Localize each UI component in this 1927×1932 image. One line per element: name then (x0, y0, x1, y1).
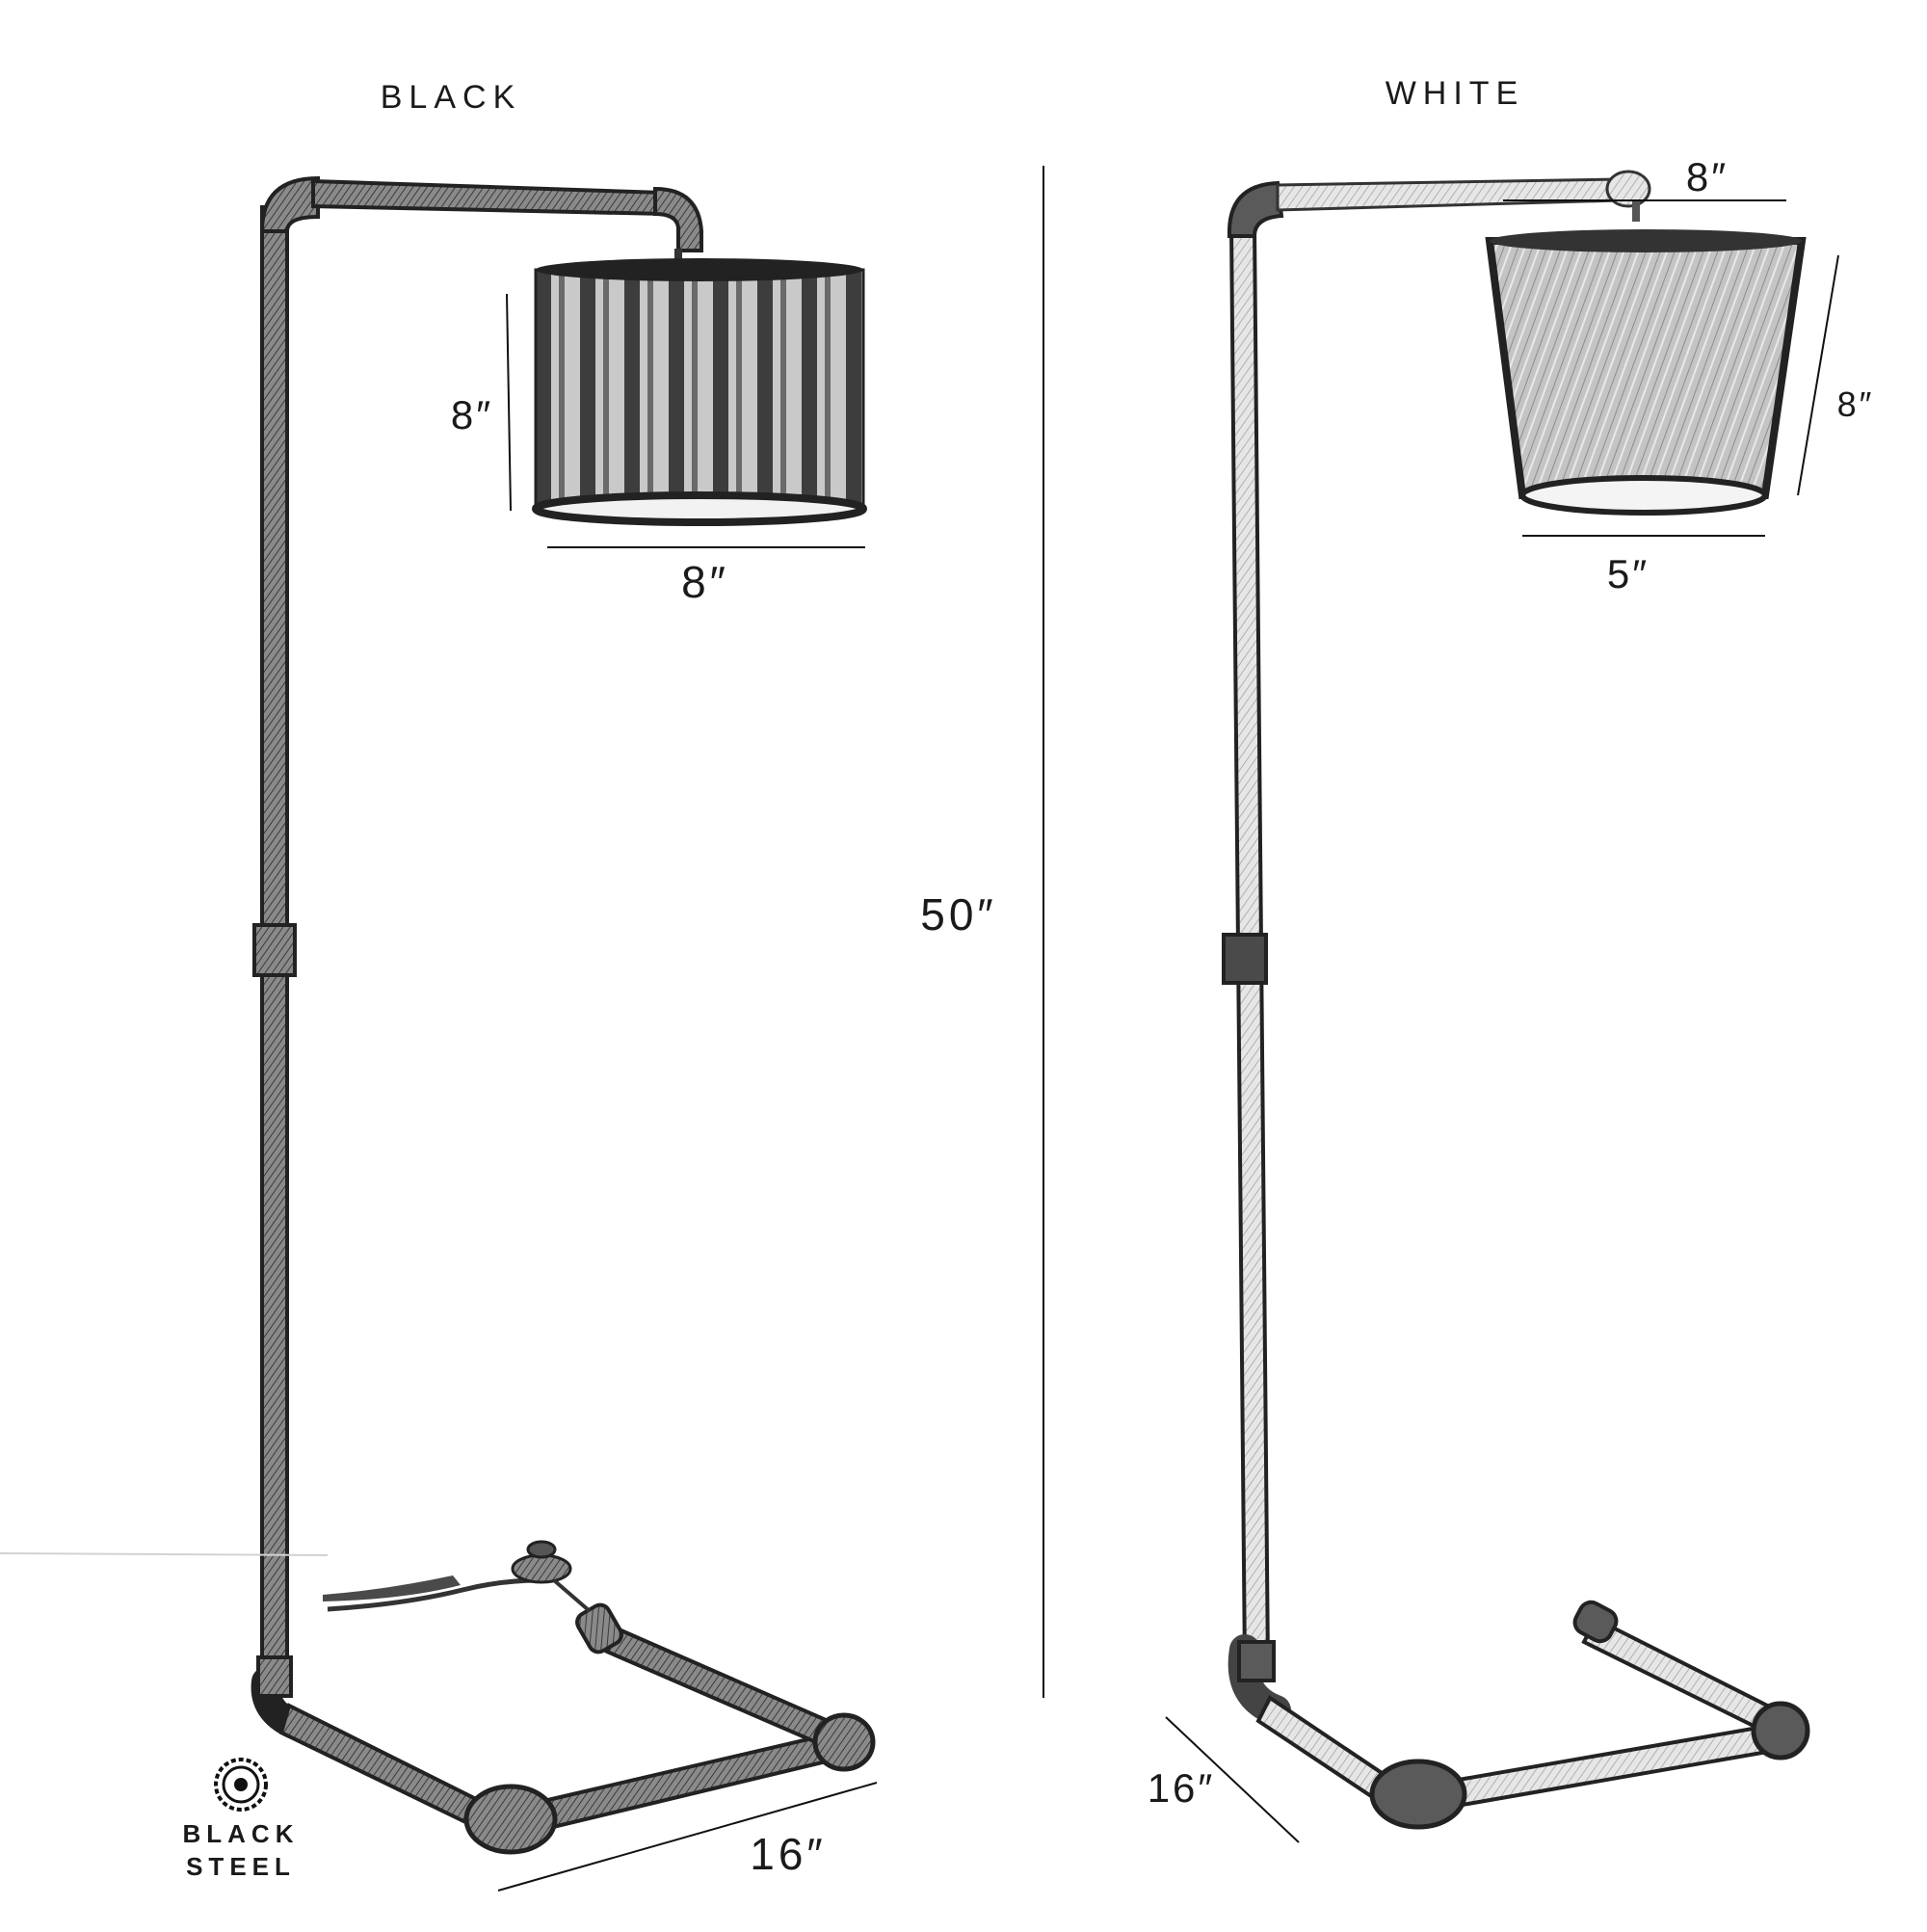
black-lamp-switch-cord (552, 1578, 592, 1613)
black-lamp-shade-bottom-rim (532, 491, 867, 526)
white-lamp-arm-elbow (1605, 170, 1651, 208)
black-lamp-top-elbow (259, 175, 320, 233)
white-lamp-shade-height-line (1797, 254, 1839, 496)
black-lamp-base-depth-label: 16″ (750, 1829, 826, 1879)
black-lamp-shade-width-label: 8″ (681, 557, 729, 607)
white-lamp-pole-coupling (1222, 933, 1268, 985)
black-lamp-foot-switch-icon (511, 1553, 572, 1584)
white-lamp-title: WHITE (1386, 75, 1525, 112)
white-lamp-base-end-cap (1572, 1600, 1619, 1644)
black-lamp-base-right-rail (604, 1626, 851, 1755)
black-lamp-base-front-corner (463, 1784, 558, 1855)
white-lamp-shade-hanger (1632, 200, 1640, 222)
black-lamp-pole-coupling (252, 923, 297, 977)
white-lamp-shade-height-label: 8″ (1837, 384, 1875, 424)
white-lamp-base-right-corner (1751, 1701, 1810, 1760)
black-lamp-shade (534, 268, 865, 511)
gear-emblem-icon (214, 1758, 268, 1812)
white-lamp-shade-bottom-rim (1519, 475, 1768, 516)
overall-height-dimension: 50″ (920, 166, 1044, 1698)
brand-line-2: STEEL (186, 1852, 296, 1881)
black-lamp-foot-switch-button (526, 1540, 557, 1559)
black-lamp: BLACK 8″ 8″ (251, 79, 878, 1892)
white-lamp-base-depth-line (1165, 1716, 1300, 1843)
black-lamp-shade-height-label: 8″ (451, 392, 493, 437)
black-lamp-shade-height-line (506, 293, 512, 512)
white-lamp-shade-width-label: 5″ (1607, 551, 1650, 596)
black-lamp-title: BLACK (381, 79, 522, 116)
white-lamp-base-depth-label: 16″ (1148, 1765, 1216, 1811)
brand-line-1: BLACK (183, 1819, 300, 1848)
black-lamp-base-front-rail (537, 1732, 837, 1832)
black-lamp-arm-elbow (653, 186, 703, 252)
white-lamp-top-elbow (1227, 180, 1284, 238)
overall-height-label: 50″ (920, 889, 996, 940)
brand-logo: BLACK STEEL (183, 1758, 300, 1881)
black-lamp-shade-hanger (674, 249, 682, 266)
black-lamp-base-tee (256, 1655, 293, 1698)
black-lamp-base-right-corner (812, 1712, 876, 1772)
white-lamp-base-front-corner (1369, 1759, 1467, 1830)
black-lamp-power-cord (327, 1577, 541, 1612)
white-lamp-shade (1485, 237, 1807, 499)
white-lamp-arm (1276, 177, 1621, 212)
white-lamp: WHITE 8″ 8″ 5″ 16″ (1148, 75, 1875, 1843)
white-lamp-base-tee (1237, 1640, 1276, 1682)
ground-line (0, 1552, 329, 1556)
black-lamp-cord-plug (323, 1575, 461, 1601)
white-lamp-arm-reach-label: 8″ (1686, 154, 1729, 199)
black-lamp-arm (311, 178, 667, 217)
black-lamp-shade-top-rim (536, 258, 863, 281)
white-lamp-shade-top-rim (1490, 229, 1802, 252)
black-lamp-base-depth-line (497, 1782, 878, 1892)
white-lamp-base-front-rail (1450, 1722, 1782, 1809)
white-lamp-base-right-rail (1581, 1616, 1785, 1737)
